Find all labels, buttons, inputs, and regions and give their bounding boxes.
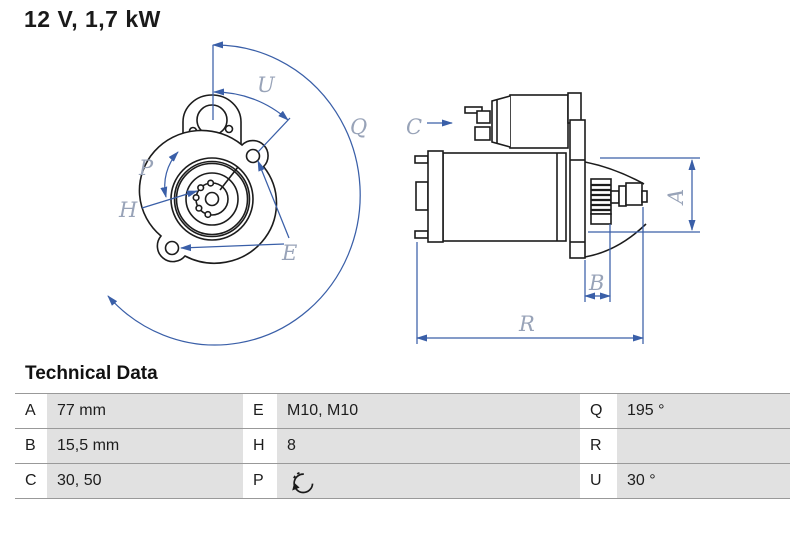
value-cell: 30 ° [617,464,790,498]
technical-data-title: Technical Data [25,363,158,384]
key-cell: A [15,394,47,428]
value-cell: 8 [277,429,580,463]
dim-label-h: H [118,198,138,222]
front-view-drawing [138,94,278,264]
value-cell: 77 mm [47,394,243,428]
table-row: B 15,5 mm H 8 R [15,428,790,463]
dim-label-u: U [257,73,276,97]
dim-label-b: B [588,271,604,295]
side-view-drawing [414,92,648,259]
key-cell: P [243,464,277,498]
value-cell: 15,5 mm [47,429,243,463]
value-cell: 195 ° [617,394,790,428]
key-cell: U [580,464,617,498]
starter-motor-technical-drawing: U Q P H E [107,41,700,346]
key-cell: H [243,429,277,463]
dim-label-p: P [138,156,154,180]
power-rating-title: 12 V, 1,7 kW [24,6,161,32]
front-view-dimensions [107,41,361,346]
rotation-ccw-icon [292,471,314,493]
key-cell: E [243,394,277,428]
dim-label-a: A [664,189,688,206]
side-view-dimensions [416,119,700,344]
value-cell: 30, 50 [47,464,243,498]
key-cell: B [15,429,47,463]
dim-label-q: Q [350,115,367,139]
dim-label-e: E [281,241,297,265]
value-cell [617,429,790,463]
table-row: C 30, 50 P U 30 ° [15,463,790,498]
key-cell: R [580,429,617,463]
dim-label-r: R [518,312,535,336]
value-cell [277,464,580,498]
table-row: A 77 mm E M10, M10 Q 195 ° [15,393,790,428]
key-cell: Q [580,394,617,428]
dim-label-c: C [406,115,422,139]
value-cell: M10, M10 [277,394,580,428]
technical-data-table: A 77 mm E M10, M10 Q 195 ° B 15,5 mm H 8… [15,393,790,499]
key-cell: C [15,464,47,498]
